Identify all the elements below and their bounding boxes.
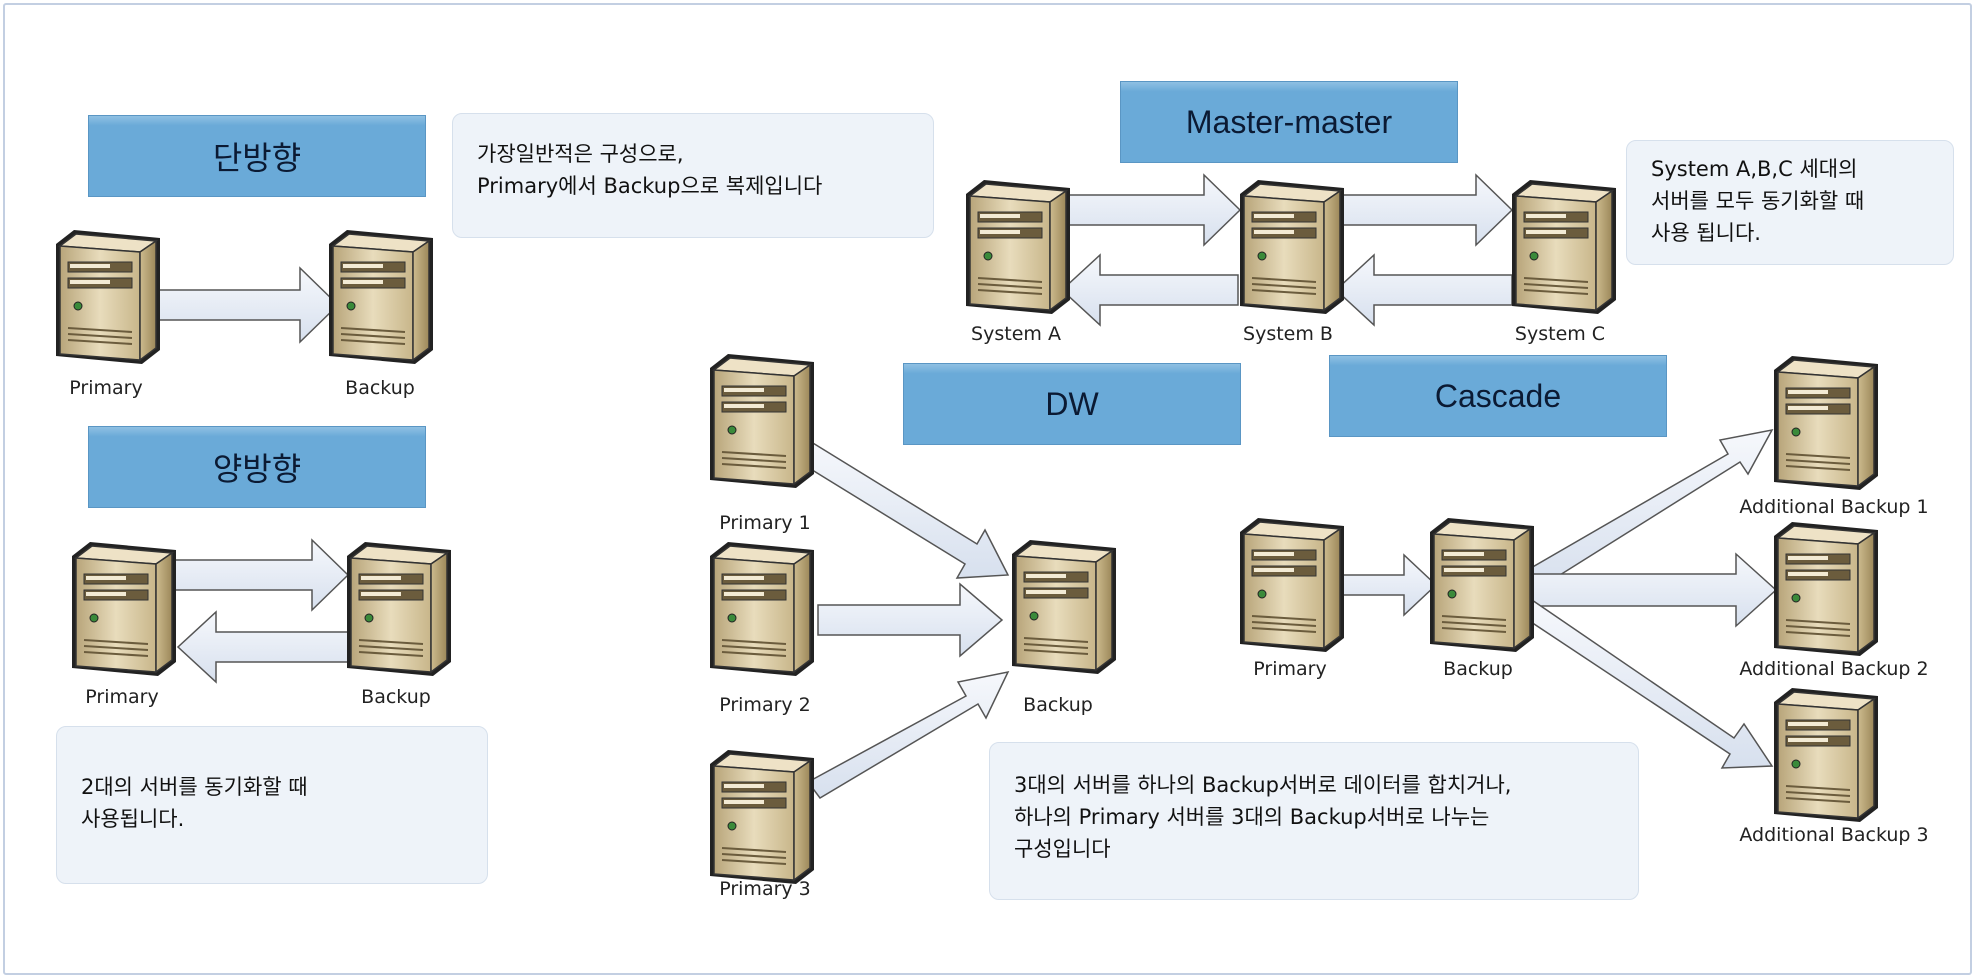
- dw-backup-label: Backup: [1023, 694, 1093, 716]
- diagram-frame: [3, 3, 1972, 975]
- dw-cascade-note-line-3: 구성입니다: [1014, 837, 1111, 861]
- system-a-label: System A: [971, 323, 1061, 345]
- arrow-icon: [169, 538, 350, 612]
- dw-cascade-note-line-1: 3대의 서버를 하나의 Backup서버로 데이터를 합치거나,: [1014, 773, 1512, 797]
- additional-backup-2-label: Additional Backup 2: [1739, 658, 1929, 680]
- arrow-icon: [151, 266, 340, 344]
- server-icon: [1429, 517, 1535, 653]
- system-c-label: System C: [1514, 323, 1606, 345]
- oneway-primary-label: Primary: [69, 377, 143, 399]
- twoway-note: 2대의 서버를 동기화할 때 사용됩니다.: [56, 726, 488, 884]
- oneway-note-line-1: 가장일반적은 구성으로,: [477, 142, 684, 166]
- server-icon: [1773, 687, 1879, 823]
- oneway-title: 단방향: [88, 115, 426, 197]
- oneway-note: 가장일반적은 구성으로, Primary에서 Backup으로 복제입니다: [452, 113, 934, 238]
- server-icon: [965, 179, 1071, 315]
- dw-cascade-note-line-2: 하나의 Primary 서버를 3대의 Backup서버로 나누는: [1014, 805, 1490, 829]
- twoway-primary-label: Primary: [85, 686, 159, 708]
- dw-primary-1-label: Primary 1: [719, 512, 811, 534]
- additional-backup-3-label: Additional Backup 3: [1739, 824, 1929, 846]
- master-master-title: Master-master: [1120, 81, 1458, 163]
- cascade-primary-label: Primary: [1253, 658, 1327, 680]
- cascade-title: Cascade: [1329, 355, 1667, 437]
- master-master-note-line-1: System A,B,C 세대의: [1651, 157, 1858, 181]
- twoway-backup-label: Backup: [361, 686, 431, 708]
- master-master-section: [965, 173, 1617, 327]
- arrow-icon: [1525, 552, 1778, 628]
- arrow-icon: [817, 582, 1004, 658]
- arrow-icon: [1061, 173, 1242, 247]
- oneway-backup-label: Backup: [345, 377, 415, 399]
- arrow-icon: [1335, 553, 1438, 617]
- arrow-icon: [1335, 173, 1514, 247]
- arrow-icon: [806, 670, 1010, 799]
- cascade-backup-label: Backup: [1443, 658, 1513, 680]
- twoway-note-line-2: 사용됩니다.: [81, 807, 185, 831]
- arrow-icon: [176, 610, 351, 684]
- dw-primary-2-label: Primary 2: [719, 694, 811, 716]
- dw-cascade-note: 3대의 서버를 하나의 Backup서버로 데이터를 합치거나, 하나의 Pri…: [989, 742, 1639, 900]
- server-icon: [55, 229, 161, 365]
- server-icon: [1011, 539, 1117, 675]
- twoway-title: 양방향: [88, 426, 426, 508]
- server-icon: [1773, 521, 1879, 657]
- server-icon: [346, 541, 452, 677]
- twoway-note-line-1: 2대의 서버를 동기화할 때: [81, 775, 308, 799]
- server-icon: [71, 541, 177, 677]
- server-icon: [709, 749, 815, 885]
- arrow-icon: [794, 438, 1010, 579]
- master-master-note-line-2: 서버를 모두 동기화할 때: [1651, 189, 1865, 213]
- oneway-section: [55, 229, 434, 365]
- server-icon: [709, 353, 815, 489]
- arrow-icon: [1522, 428, 1774, 592]
- arrow-icon: [1334, 253, 1513, 327]
- twoway-section: [71, 538, 452, 684]
- arrow-icon: [1060, 253, 1239, 327]
- server-icon: [709, 541, 815, 677]
- server-icon: [1511, 179, 1617, 315]
- dw-primary-3-label: Primary 3: [719, 878, 811, 900]
- cascade-section: [1239, 355, 1879, 823]
- master-master-note: System A,B,C 세대의 서버를 모두 동기화할 때 사용 됩니다.: [1626, 140, 1954, 265]
- server-icon: [328, 229, 434, 365]
- additional-backup-1-label: Additional Backup 1: [1739, 496, 1929, 518]
- server-icon: [1773, 355, 1879, 491]
- server-icon: [1239, 517, 1345, 653]
- oneway-note-line-2: Primary에서 Backup으로 복제입니다: [477, 174, 823, 198]
- dw-title: DW: [903, 363, 1241, 445]
- dw-section: [709, 353, 1117, 885]
- master-master-note-line-3: 사용 됩니다.: [1651, 221, 1761, 245]
- arrow-icon: [1520, 598, 1774, 769]
- server-icon: [1239, 179, 1345, 315]
- system-b-label: System B: [1243, 323, 1333, 345]
